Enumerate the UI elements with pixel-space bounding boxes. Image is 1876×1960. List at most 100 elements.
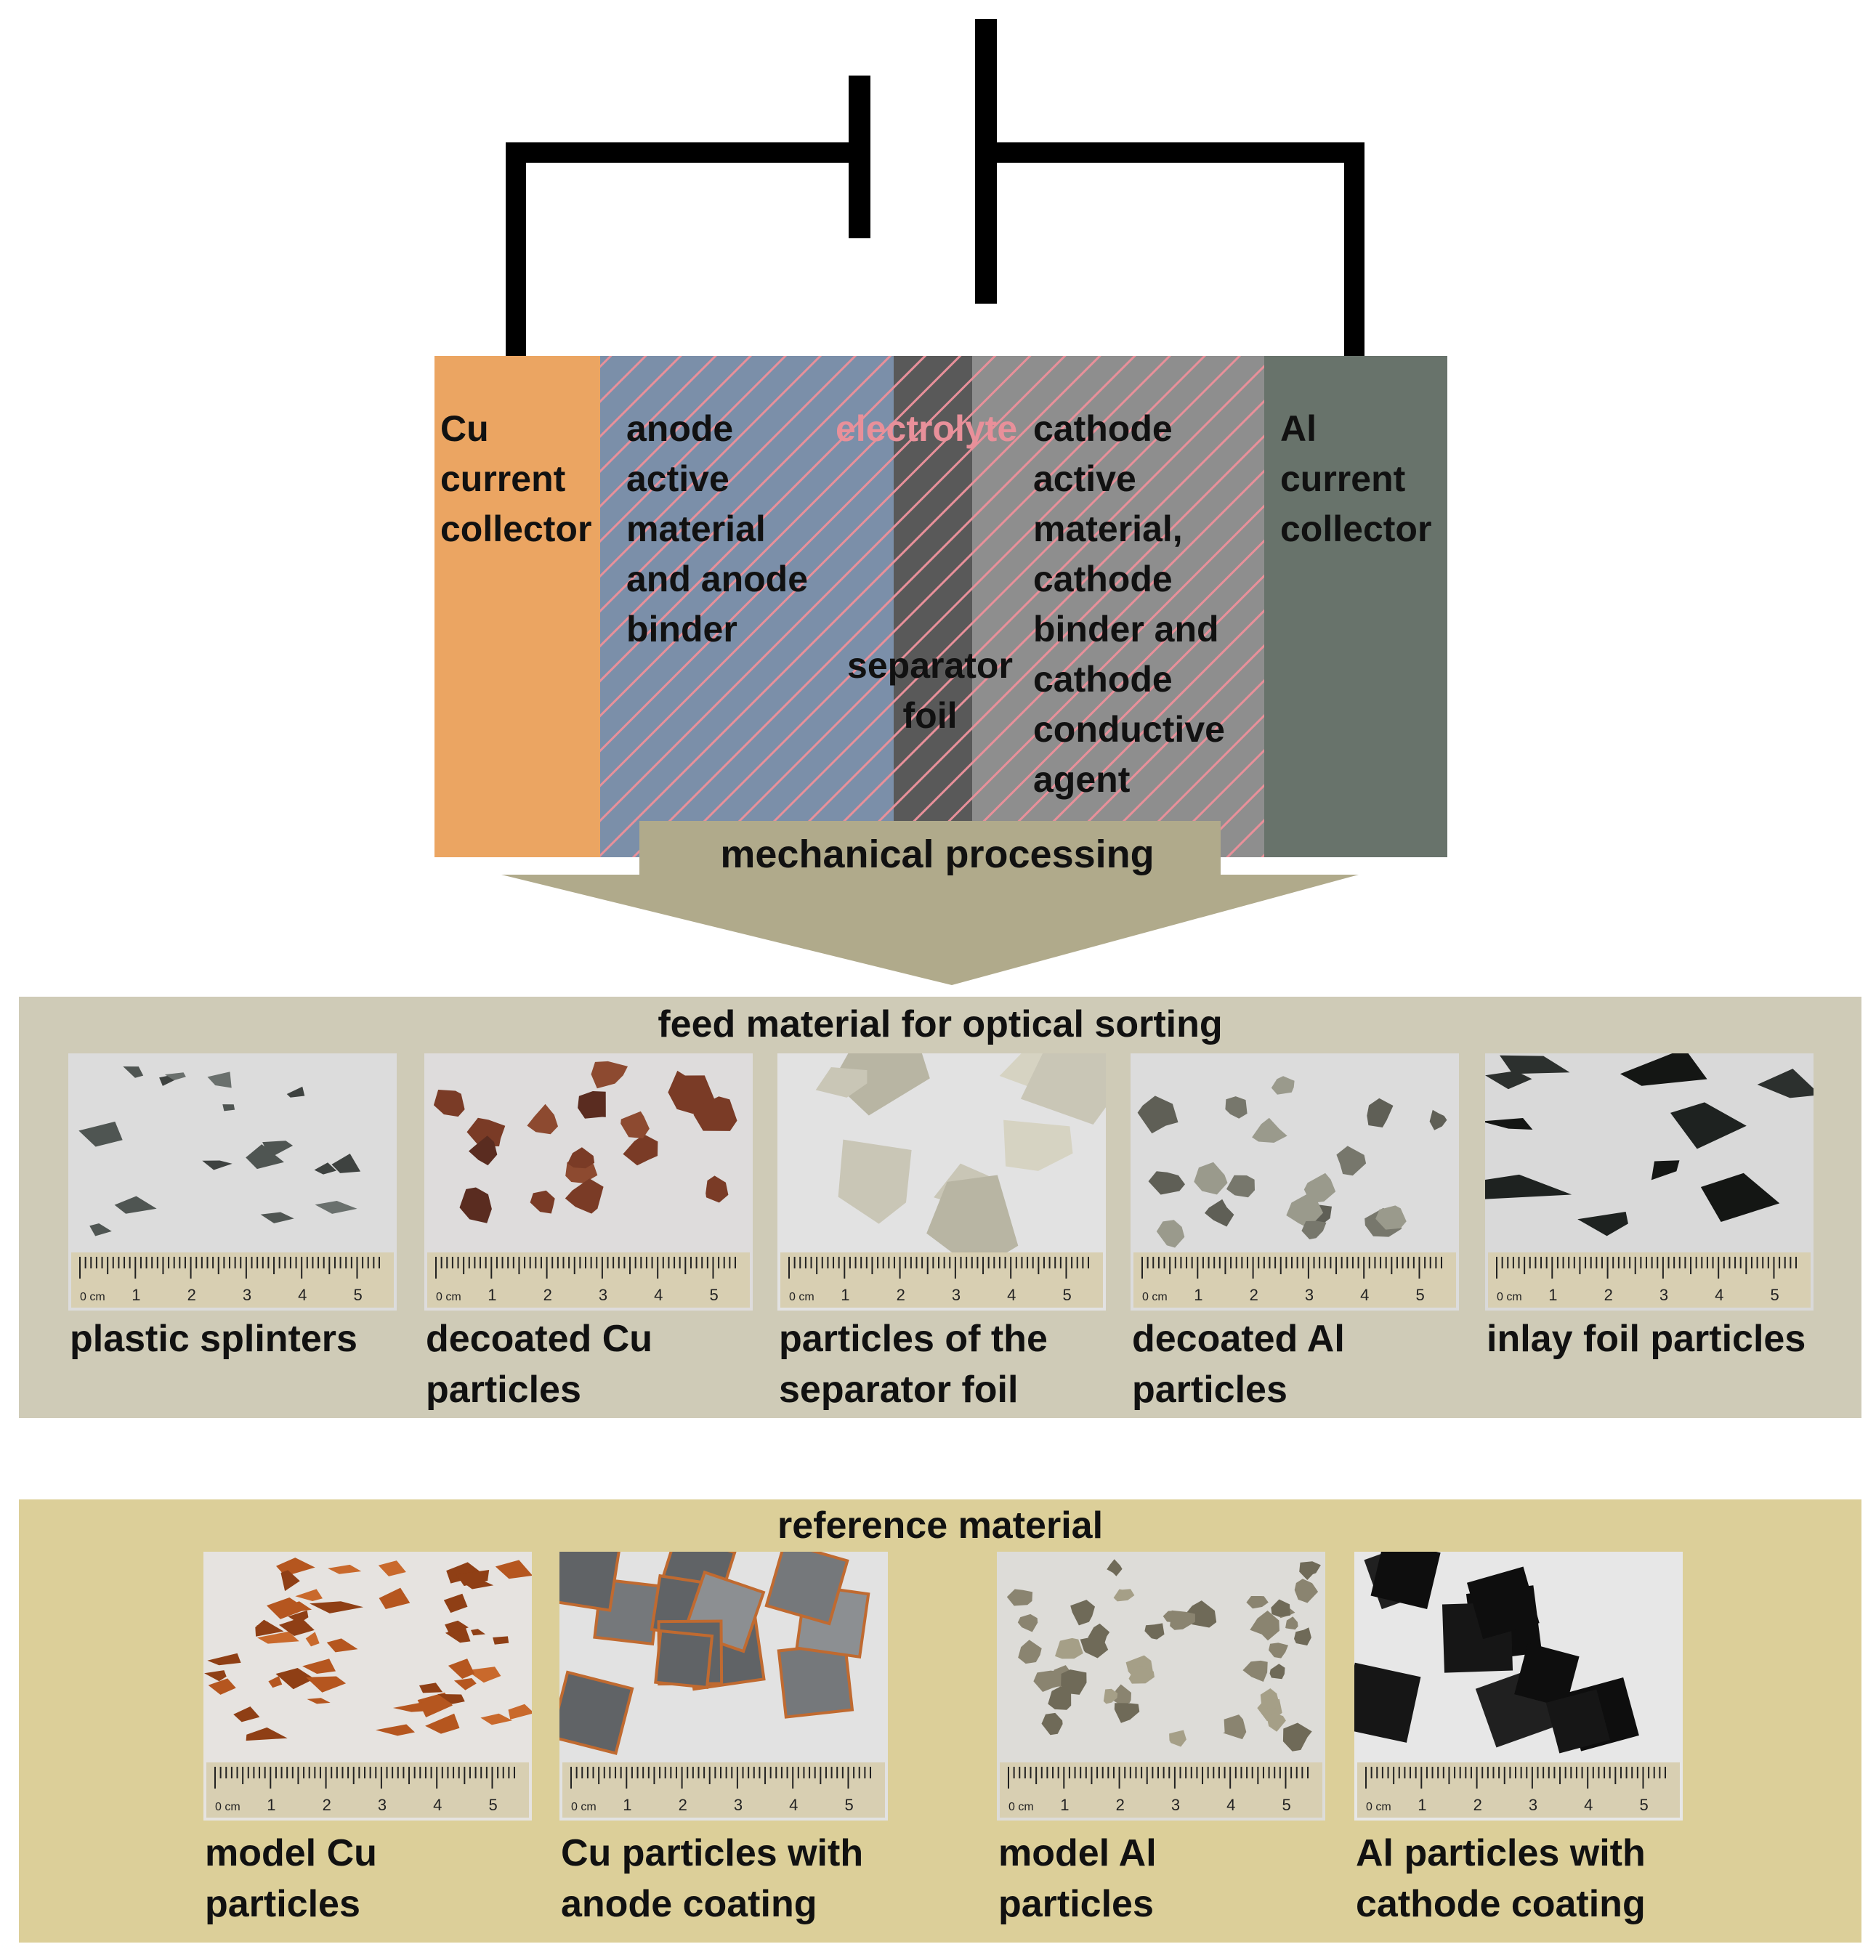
caption-plastic-splinters: plastic splinters bbox=[70, 1313, 357, 1364]
particle bbox=[1700, 1173, 1780, 1222]
particle bbox=[591, 1061, 628, 1089]
particle bbox=[1670, 1102, 1747, 1149]
ruler-label: 0 cm bbox=[1008, 1801, 1034, 1813]
particle bbox=[78, 1121, 123, 1147]
particle bbox=[246, 1144, 284, 1170]
particle bbox=[417, 1692, 453, 1717]
caption-line: inlay foil particles bbox=[1487, 1318, 1806, 1360]
ruler-label: 4 bbox=[1226, 1796, 1235, 1814]
particle bbox=[204, 1670, 227, 1682]
al-label-line: Al bbox=[1280, 408, 1317, 449]
battery-plate-short bbox=[849, 76, 870, 238]
ruler-label: 0 cm bbox=[436, 1291, 461, 1303]
circuit-wire-right-vertical bbox=[1344, 142, 1364, 357]
cathode-label: cathode active material, cathode binder … bbox=[1033, 404, 1225, 805]
particle bbox=[1250, 1611, 1279, 1641]
particle bbox=[1252, 1117, 1287, 1143]
particle bbox=[530, 1190, 555, 1214]
ruler-label: 3 bbox=[1171, 1796, 1180, 1814]
anode-label-line: and anode bbox=[626, 559, 809, 599]
particle bbox=[1242, 1660, 1268, 1682]
particle bbox=[446, 1562, 485, 1584]
anode-label: anode active material and anode binder bbox=[626, 404, 808, 655]
cathode-label-line: cathode bbox=[1033, 559, 1173, 599]
particle bbox=[1269, 1664, 1285, 1680]
particle bbox=[1003, 1119, 1073, 1171]
particle bbox=[1148, 1171, 1185, 1195]
particle bbox=[466, 1667, 501, 1683]
caption-cu-anode-coating: Cu particles with anode coating bbox=[561, 1828, 863, 1929]
particle bbox=[207, 1072, 232, 1088]
ruler-label: 4 bbox=[654, 1286, 663, 1304]
particle bbox=[1114, 1703, 1140, 1723]
particle bbox=[295, 1589, 323, 1601]
particle bbox=[379, 1587, 411, 1609]
particle bbox=[1260, 1688, 1280, 1709]
ruler-label: 5 bbox=[709, 1286, 718, 1304]
cathode-label-line: active bbox=[1033, 458, 1136, 499]
ruler-label: 5 bbox=[1415, 1286, 1424, 1304]
particle bbox=[1299, 1561, 1321, 1580]
feed-panel-title: feed material for optical sorting bbox=[658, 1003, 1223, 1045]
particle bbox=[257, 1631, 299, 1644]
ruler-label: 0 cm bbox=[571, 1801, 597, 1813]
particle bbox=[1282, 1722, 1312, 1752]
anode-label-line: binder bbox=[626, 609, 737, 649]
particle bbox=[1294, 1627, 1311, 1646]
particle bbox=[565, 1178, 604, 1214]
particle bbox=[1225, 1096, 1248, 1119]
ruler-label: 3 bbox=[734, 1796, 743, 1814]
particle bbox=[1269, 1643, 1288, 1659]
particle bbox=[1137, 1096, 1178, 1134]
ruler-label: 1 bbox=[1060, 1796, 1069, 1814]
ruler-label: 5 bbox=[1282, 1796, 1290, 1814]
particle bbox=[453, 1678, 477, 1690]
particle bbox=[1055, 1637, 1083, 1659]
ruler-label: 4 bbox=[1584, 1796, 1593, 1814]
anode-label-line: material bbox=[626, 509, 766, 549]
particle bbox=[331, 1154, 361, 1173]
particle bbox=[260, 1212, 294, 1223]
particle bbox=[419, 1682, 443, 1693]
ruler-label: 3 bbox=[1305, 1286, 1314, 1304]
caption-decoated-cu: decoated Cu particles bbox=[426, 1313, 652, 1415]
particle bbox=[275, 1668, 315, 1690]
cell-cross-section bbox=[434, 356, 1447, 857]
particle bbox=[1156, 1220, 1185, 1248]
particle bbox=[527, 1103, 558, 1135]
particle bbox=[433, 1090, 465, 1117]
ruler-label: 5 bbox=[1770, 1286, 1779, 1304]
ruler-label: 3 bbox=[378, 1796, 387, 1814]
separator-label: separator foil bbox=[843, 641, 1017, 741]
cu-collector-label: Cu current collector bbox=[440, 404, 591, 554]
particle bbox=[425, 1713, 460, 1734]
particle bbox=[202, 1160, 233, 1170]
particle bbox=[1271, 1076, 1295, 1095]
ruler-label: 0 cm bbox=[789, 1291, 814, 1303]
particle bbox=[1020, 1053, 1106, 1125]
particle bbox=[578, 1091, 606, 1119]
ruler-label: 3 bbox=[1529, 1796, 1537, 1814]
particle bbox=[306, 1676, 347, 1693]
particle bbox=[256, 1621, 278, 1634]
particle bbox=[1112, 1684, 1131, 1706]
caption-line: Cu particles with bbox=[561, 1832, 864, 1874]
ruler-label: 1 bbox=[841, 1286, 849, 1304]
caption-line: anode coating bbox=[561, 1883, 817, 1925]
process-label: mechanical processing bbox=[720, 833, 1155, 876]
ruler-label: 0 cm bbox=[215, 1801, 240, 1813]
ruler-label: 2 bbox=[1604, 1286, 1613, 1304]
particle bbox=[1294, 1579, 1319, 1603]
separator-label-line: separator bbox=[847, 645, 1013, 686]
ruler-label: 5 bbox=[1062, 1286, 1071, 1304]
ruler-label: 1 bbox=[132, 1286, 140, 1304]
